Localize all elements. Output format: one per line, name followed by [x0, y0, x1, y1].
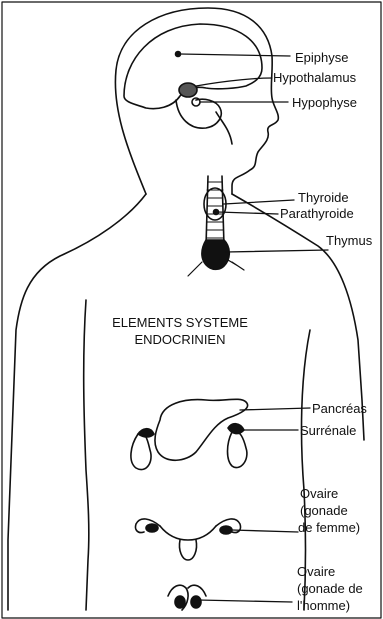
label-ovaire-homme-3: l'homme): [297, 598, 350, 613]
body-left: [8, 194, 146, 610]
testis-left: [175, 596, 185, 608]
head-outline: [115, 8, 278, 194]
kidney-right: [228, 431, 247, 467]
leader-pancreas: [240, 408, 310, 410]
label-surrenale: Surrénale: [300, 423, 356, 438]
label-thyroide: Thyroide: [298, 190, 349, 205]
label-ovaire-homme-2: (gonade de: [297, 581, 363, 596]
diagram-title-line1: ELEMENTS SYSTEME: [70, 314, 290, 331]
ovary-left: [146, 524, 158, 532]
diagram-title-line2: ENDOCRINIEN: [70, 331, 290, 348]
leader-epiphyse: [180, 54, 290, 56]
leader-ovaire-f: [232, 530, 298, 532]
label-ovaire-femme-2: (gonade: [300, 503, 348, 518]
label-ovaire-femme-3: de femme): [298, 520, 360, 535]
label-hypophyse: Hypophyse: [292, 95, 357, 110]
ovary-right: [220, 526, 232, 534]
label-thymus: Thymus: [326, 233, 372, 248]
hypothalamus-gland: [179, 83, 197, 97]
label-ovaire-femme-1: Ovaire: [300, 486, 338, 501]
label-epiphyse: Epiphyse: [295, 50, 348, 65]
uterus-body: [179, 540, 196, 560]
adrenal-right: [228, 424, 244, 434]
testis-right: [191, 596, 201, 608]
leader-parathyroide: [218, 212, 278, 214]
label-pancreas: Pancréas: [312, 401, 367, 416]
kidney-left: [131, 433, 151, 469]
adrenal-left: [138, 429, 154, 437]
leader-ovaire-h: [198, 600, 292, 602]
uterus: [160, 526, 216, 540]
label-ovaire-homme-1: Ovaire: [297, 564, 335, 579]
label-hypothalamus: Hypothalamus: [273, 70, 356, 85]
thymus-gland: [202, 240, 229, 269]
leader-thymus: [226, 250, 328, 252]
cerebellum: [176, 99, 221, 128]
leader-hypothalamus: [196, 78, 272, 86]
brain-stem: [216, 112, 232, 144]
label-parathyroide: Parathyroide: [280, 206, 354, 221]
leader-thyroide: [224, 200, 294, 204]
